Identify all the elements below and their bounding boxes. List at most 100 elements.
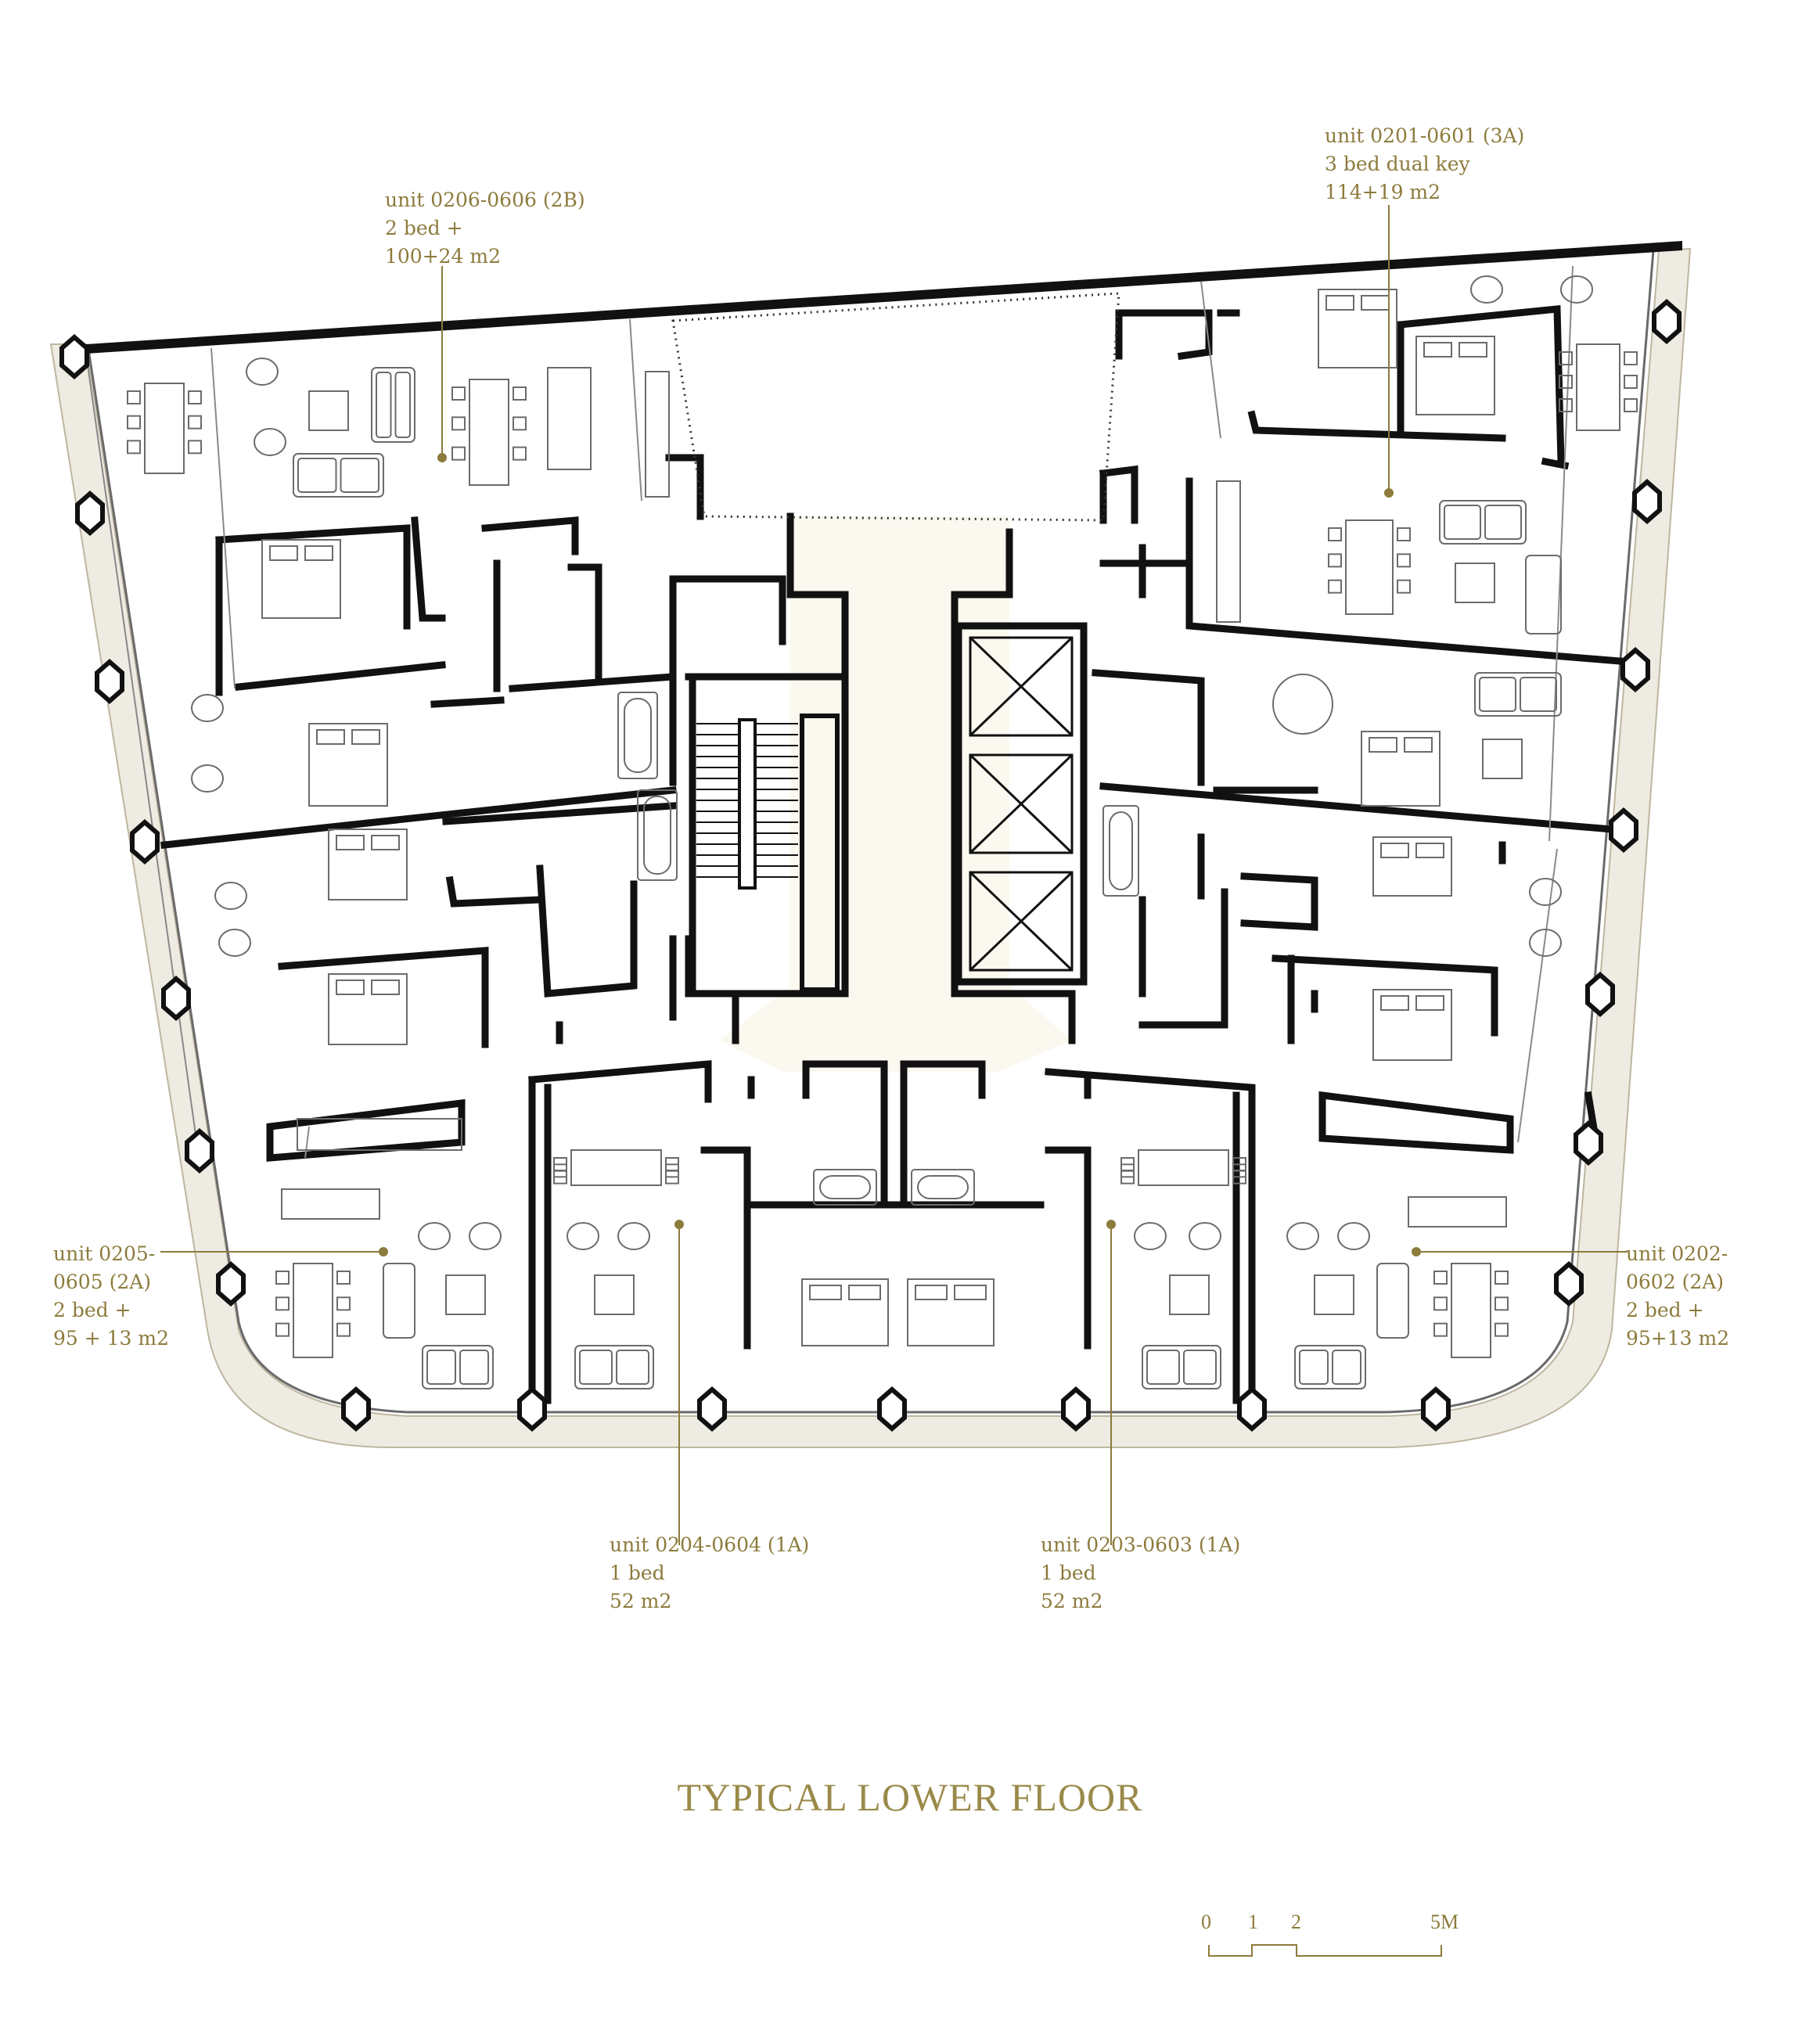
plant	[246, 358, 279, 386]
chair	[1433, 1271, 1448, 1285]
fin-column	[1632, 479, 1662, 524]
table	[1345, 519, 1394, 615]
fin-column	[1652, 299, 1682, 344]
bathtub-basin	[1109, 811, 1133, 890]
chair	[1433, 1296, 1448, 1311]
chair	[451, 416, 466, 431]
unit-label-0201: unit 0201-0601 (3A) 3 bed dual key 114+1…	[1325, 122, 1524, 207]
bed	[1372, 989, 1452, 1061]
chair	[1397, 527, 1411, 541]
bathtub	[911, 1169, 975, 1206]
bathtub	[637, 789, 678, 881]
coffee-table	[1314, 1274, 1354, 1315]
unit-label-0203: unit 0203-0603 (1A) 1 bed 52 m2	[1041, 1531, 1240, 1616]
pillow	[371, 980, 400, 995]
chair	[1328, 553, 1342, 568]
sofa-cushion	[426, 1350, 456, 1385]
chair	[336, 1271, 351, 1285]
unit-label-line: unit 0204-0604 (1A)	[610, 1533, 810, 1556]
chair	[1494, 1271, 1509, 1285]
pillow	[809, 1285, 842, 1300]
balcony-band	[49, 247, 1692, 1448]
chair	[1494, 1322, 1509, 1337]
plant	[1529, 929, 1562, 957]
chair	[513, 416, 527, 431]
chair	[1397, 579, 1411, 594]
chair	[1559, 351, 1573, 365]
scale-tick: 1	[1248, 1911, 1258, 1933]
chair	[451, 386, 466, 401]
chair	[1328, 579, 1342, 594]
fin-column	[185, 1128, 214, 1174]
bed	[1361, 731, 1441, 807]
chair	[1397, 553, 1411, 568]
chair	[275, 1296, 290, 1311]
sofa	[371, 367, 415, 443]
kitchen-counter	[645, 371, 670, 498]
sofa-cushion	[1299, 1350, 1329, 1385]
bed	[1372, 836, 1452, 897]
bed	[261, 539, 341, 619]
fin-column	[130, 819, 160, 865]
fin-column	[1421, 1386, 1451, 1432]
unit-label-line: 95 + 13 m2	[53, 1327, 170, 1350]
fin-column	[1585, 972, 1615, 1017]
kitchen-counter	[1216, 480, 1241, 623]
table	[1138, 1149, 1229, 1186]
plant	[191, 694, 224, 722]
plant	[254, 428, 286, 456]
coffee-table	[445, 1274, 486, 1315]
fin-column	[341, 1386, 371, 1432]
bathtub	[813, 1169, 877, 1206]
pillow	[336, 980, 365, 995]
unit-label-line: 3 bed dual key	[1325, 153, 1470, 175]
plant	[567, 1222, 599, 1250]
sofa-cushion	[579, 1350, 613, 1385]
unit-label-line: 2 bed +	[385, 217, 463, 239]
plant	[1189, 1222, 1221, 1250]
sofa-cushion	[1520, 677, 1557, 712]
scale-tick: 2	[1291, 1911, 1301, 1933]
scale-bar	[1208, 1944, 1442, 1957]
sofa-cushion	[459, 1350, 489, 1385]
island	[547, 367, 592, 470]
round-table	[1272, 674, 1333, 735]
chair	[451, 446, 466, 461]
sofa	[1142, 1345, 1221, 1389]
plant	[191, 764, 224, 793]
chair	[1624, 351, 1638, 365]
sofa-cushion	[616, 1350, 649, 1385]
unit-label-0206: unit 0206-0606 (2B) 2 bed + 100+24 m2	[385, 186, 585, 271]
chair	[275, 1322, 290, 1337]
armchair	[383, 1263, 415, 1339]
chair	[188, 415, 202, 430]
plant	[1134, 1222, 1167, 1250]
pillow	[1459, 342, 1487, 358]
table	[144, 383, 185, 474]
bathtub-basin	[819, 1175, 871, 1199]
pillow	[1361, 295, 1390, 311]
unit-label-line: unit 0205-	[53, 1242, 156, 1265]
fin-column	[697, 1386, 727, 1432]
bed	[907, 1278, 995, 1346]
pillow	[915, 1285, 948, 1300]
chair	[513, 446, 527, 461]
chair	[1433, 1322, 1448, 1337]
sofa-cushion	[1479, 677, 1516, 712]
chair	[127, 415, 141, 430]
sofa-cushion	[340, 458, 379, 493]
table	[570, 1149, 662, 1186]
sofa-cushion	[297, 458, 337, 493]
unit-label-line: 52 m2	[610, 1590, 672, 1612]
chair	[127, 390, 141, 404]
fin-column	[877, 1386, 907, 1432]
fin-column	[1574, 1120, 1603, 1166]
unit-label-line: unit 0206-0606 (2B)	[385, 189, 585, 211]
chair	[1232, 1170, 1246, 1184]
fin-column	[1620, 647, 1650, 692]
bathtub-basin	[917, 1175, 969, 1199]
scale-tick: 5M	[1430, 1911, 1459, 1933]
sofa-cushion	[1332, 1350, 1361, 1385]
sofa	[574, 1345, 654, 1389]
